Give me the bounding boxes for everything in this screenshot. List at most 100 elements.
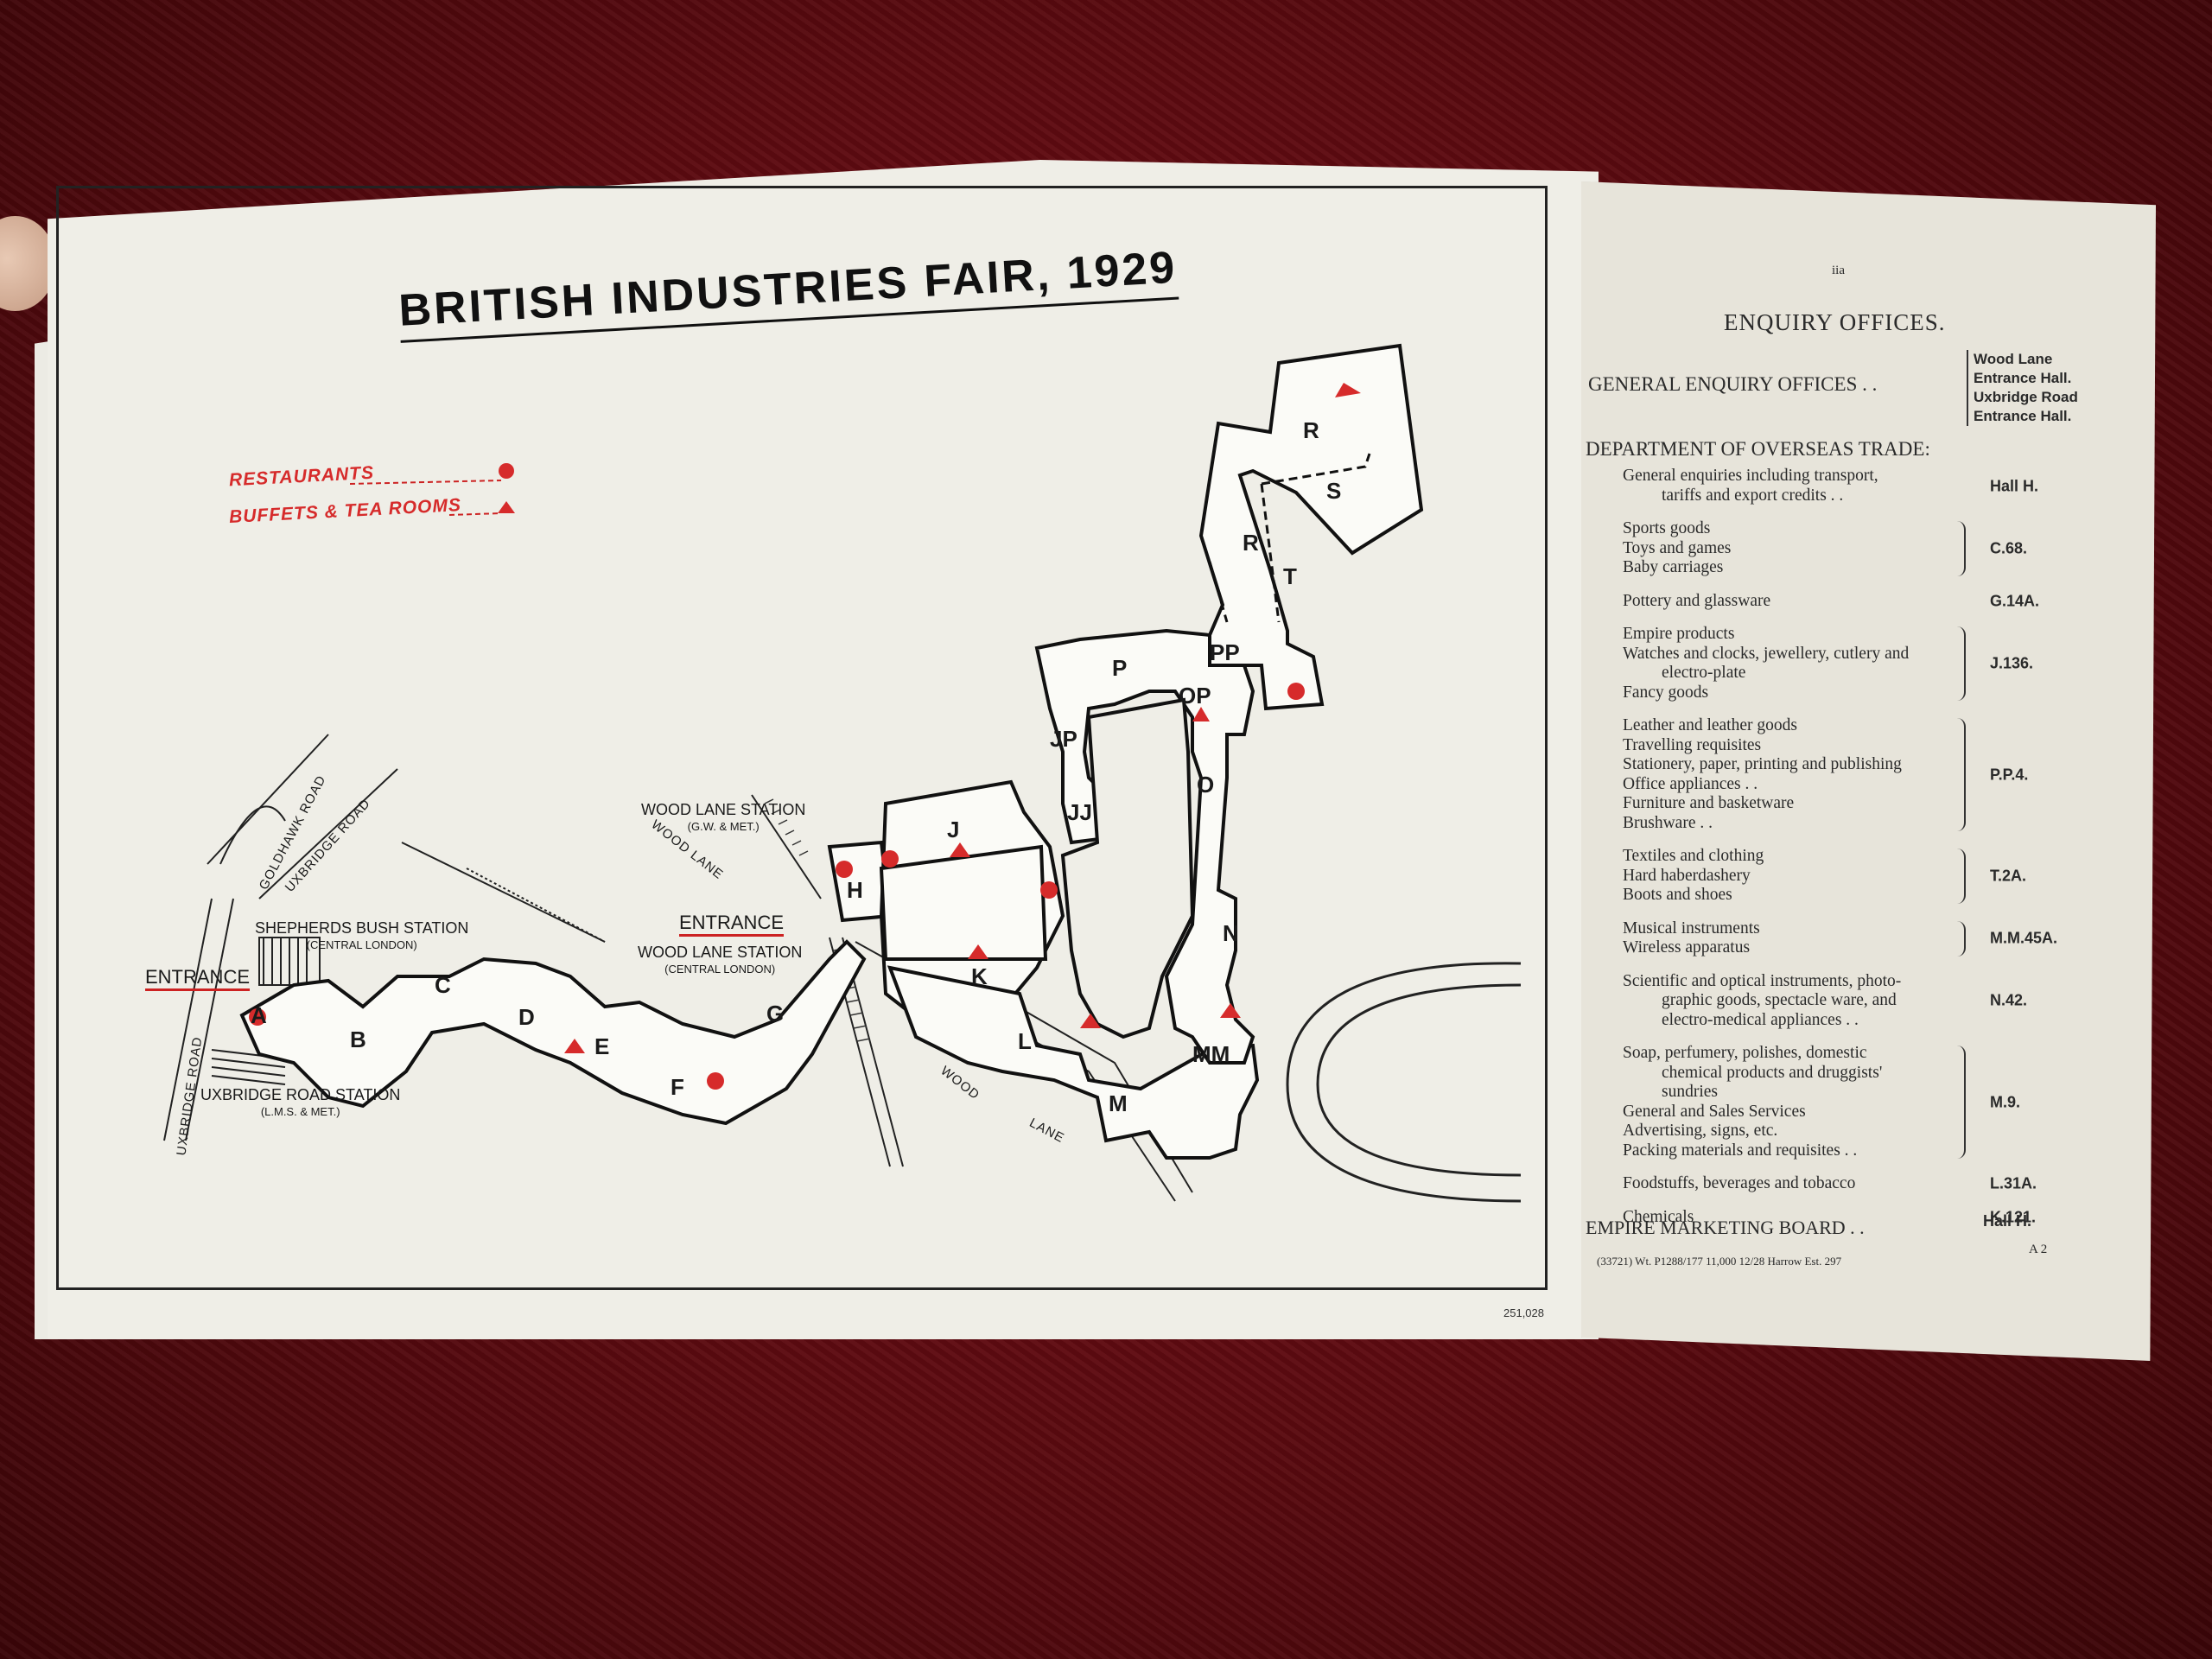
list-item: electro-medical appliances . . xyxy=(1662,1010,1859,1029)
list-item: Foodstuffs, beverages and tobacco xyxy=(1623,1174,1856,1192)
hall-label-jp: JP xyxy=(1050,726,1077,752)
list-item: General enquiries including transport, xyxy=(1623,467,1878,485)
hall-label-k: K xyxy=(971,963,988,989)
buffet-marker xyxy=(1080,1014,1101,1028)
hall-label-f: F xyxy=(671,1074,684,1100)
list-group: Leather and leather goods Travelling req… xyxy=(1623,716,2141,833)
list-item: Leather and leather goods xyxy=(1623,716,1797,734)
hall-label-t: T xyxy=(1283,563,1297,589)
list-group: General enquiries including transport, t… xyxy=(1623,467,2141,505)
list-item: Travelling requisites xyxy=(1623,735,1762,754)
page-number: iia xyxy=(1832,264,1845,277)
hall-label-op: OP xyxy=(1179,683,1211,709)
list-item: Stationery, paper, printing and publishi… xyxy=(1623,755,1902,773)
enquiry-heading: ENQUIRY OFFICES. xyxy=(1724,309,1946,335)
list-item: sundries xyxy=(1662,1083,1718,1101)
shepherds-bush-station-label: SHEPHERDS BUSH STATION (CENTRAL LONDON) xyxy=(255,919,469,951)
hall-label-e: E xyxy=(594,1033,610,1059)
list-item: Wireless apparatus xyxy=(1623,938,1751,957)
hall-label-r-lower: R xyxy=(1243,530,1259,556)
list-item: Advertising, signs, etc. xyxy=(1623,1122,1778,1140)
stand-code: P.P.4. xyxy=(1990,766,2029,783)
hall-label-m: M xyxy=(1109,1090,1128,1116)
dept-overseas-trade-heading: DEPARTMENT OF OVERSEAS TRADE: xyxy=(1586,438,1930,460)
hall-label-s: S xyxy=(1326,478,1342,504)
brace xyxy=(1955,849,1966,904)
buffet-marker xyxy=(1335,383,1361,397)
hall-label-n: N xyxy=(1223,920,1239,946)
hall-label-r-top: R xyxy=(1303,417,1319,443)
list-group: Soap, perfumery, polishes, domestic chem… xyxy=(1623,1044,2141,1160)
brace xyxy=(1955,626,1966,701)
hall-label-a: A xyxy=(251,1002,267,1028)
map-ref-number: 251,028 xyxy=(1503,1306,1544,1319)
stand-code: C.68. xyxy=(1990,539,2028,557)
list-group: Sports goods Toys and games Baby carriag… xyxy=(1623,519,2141,578)
hall-label-mm: MM xyxy=(1192,1041,1230,1067)
key-buffet-marker xyxy=(498,501,515,513)
hall-label-o: O xyxy=(1197,772,1215,798)
empire-marketing-board-label: EMPIRE MARKETING BOARD . . xyxy=(1586,1217,1865,1238)
restaurant-marker xyxy=(707,1072,724,1090)
list-item: Soap, perfumery, polishes, domestic xyxy=(1623,1044,1867,1062)
hall-label-d: D xyxy=(518,1004,535,1030)
stand-code: G.14A. xyxy=(1990,592,2040,610)
list-item: tariffs and export credits . . xyxy=(1662,486,1844,505)
restaurant-marker xyxy=(836,861,853,878)
entrance-label-wood-lane: ENTRANCE xyxy=(679,912,785,937)
list-item: Toys and games xyxy=(1623,538,1732,557)
list-item: Office appliances . . xyxy=(1623,774,1758,793)
hall-label-c: C xyxy=(435,972,451,998)
entrance-label-west: ENTRANCE xyxy=(145,966,251,991)
restaurant-marker xyxy=(1040,881,1058,899)
wood-lane-cl-station-label: WOOD LANE STATION (CENTRAL LONDON) xyxy=(638,944,803,976)
general-enquiry-locations: Wood Lane Entrance Hall. Uxbridge Road E… xyxy=(1967,350,2078,426)
brace xyxy=(1955,521,1966,576)
list-group: Chemicals K.121. xyxy=(1623,1208,2141,1228)
key-restaurant-marker xyxy=(499,463,514,479)
stand-code: L.31A. xyxy=(1990,1174,2037,1192)
buffet-marker xyxy=(1192,707,1210,721)
list-item: Sports goods xyxy=(1623,519,1711,537)
list-group: Foodstuffs, beverages and tobacco L.31A. xyxy=(1623,1174,2141,1194)
hall-label-g: G xyxy=(766,1001,785,1027)
list-item: Boots and shoes xyxy=(1623,886,1732,904)
printer-footer: (33721) Wt. P1288/177 11,000 12/28 Harro… xyxy=(1597,1255,1842,1268)
list-item: Chemicals xyxy=(1623,1207,1694,1226)
stand-code: M.M.45A. xyxy=(1990,929,2058,947)
list-item: Watches and clocks, jewellery, cutlery a… xyxy=(1623,644,1910,663)
stand-code: M.9. xyxy=(1990,1093,2021,1110)
list-item: Pottery and glassware xyxy=(1623,591,1771,610)
list-item: Packing materials and requisites . . xyxy=(1623,1141,1858,1160)
enquiry-page xyxy=(1581,181,2156,1361)
list-group: Pottery and glassware G.14A. xyxy=(1623,592,2141,612)
list-item: Musical instruments xyxy=(1623,918,1760,938)
list-group: Scientific and optical instruments, phot… xyxy=(1623,972,2141,1031)
stand-code: T.2A. xyxy=(1990,867,2027,885)
stand-code: J.136. xyxy=(1990,654,2034,672)
department-list: General enquiries including transport, t… xyxy=(1623,467,2141,1241)
brace xyxy=(1955,920,1966,957)
list-item: Hard haberdashery xyxy=(1623,866,1751,885)
hall-label-h: H xyxy=(847,877,863,903)
map-frame xyxy=(56,186,1548,1290)
buffet-marker xyxy=(950,842,970,857)
stand-code: N.42. xyxy=(1990,991,2028,1009)
list-group: Musical instruments Wireless apparatus M… xyxy=(1623,919,2141,958)
general-enquiry-label: GENERAL ENQUIRY OFFICES . . xyxy=(1588,373,1878,395)
buffet-marker xyxy=(564,1039,585,1053)
restaurant-marker xyxy=(1287,683,1305,700)
hall-label-b: B xyxy=(350,1027,366,1052)
buffet-marker xyxy=(1220,1003,1241,1018)
list-item: Empire products xyxy=(1623,625,1735,643)
signature-mark: A 2 xyxy=(2029,1243,2048,1256)
list-item: Scientific and optical instruments, phot… xyxy=(1623,971,1902,990)
restaurant-marker xyxy=(881,850,899,868)
restaurant-marker xyxy=(249,1008,266,1026)
list-item: graphic goods, spectacle ware, and xyxy=(1662,991,1897,1009)
wood-lane-gw-station-label: WOOD LANE STATION (G.W. & MET.) xyxy=(641,801,806,833)
list-item: Fancy goods xyxy=(1623,683,1709,702)
brace xyxy=(1955,718,1966,831)
list-group: Textiles and clothing Hard haberdashery … xyxy=(1623,847,2141,906)
